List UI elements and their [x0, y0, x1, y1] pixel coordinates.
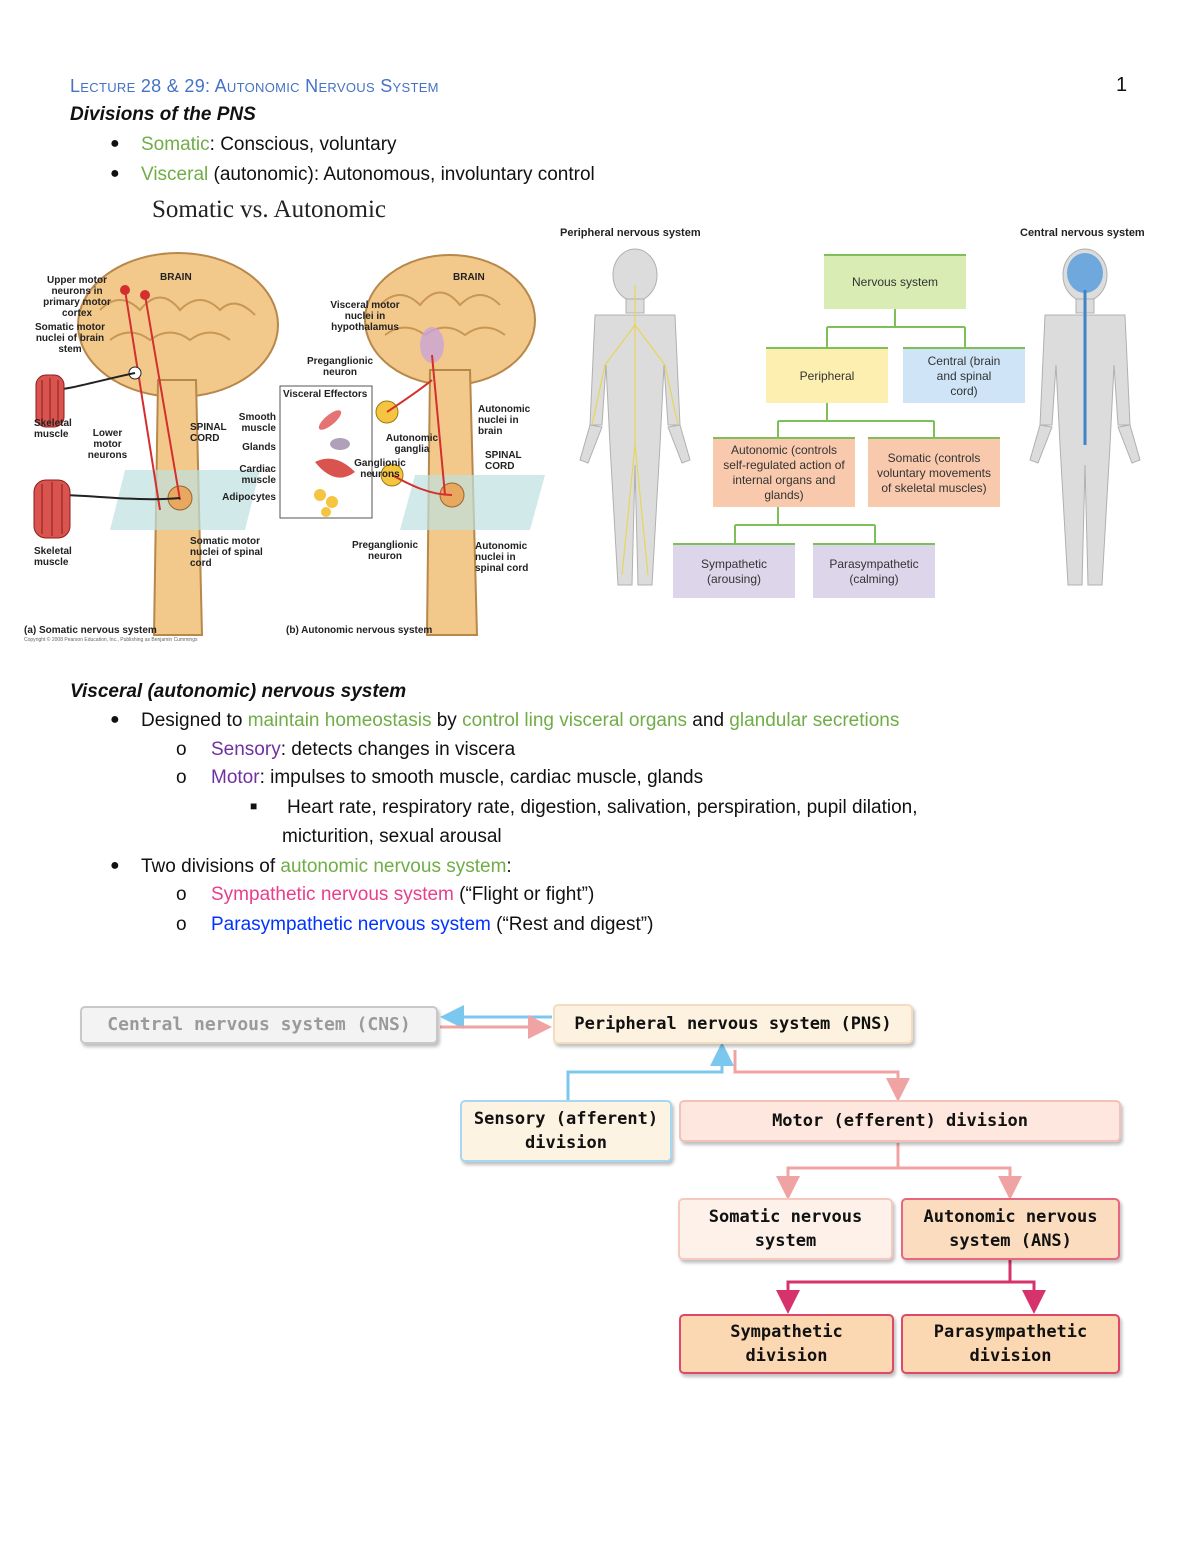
circle-bullet-icon: o: [176, 914, 187, 935]
node-central: Central (brain and spinal cord): [903, 347, 1025, 403]
somatic-autonomic-illustration: [33, 252, 545, 636]
parasympathetic-desc: (“Rest and digest”): [490, 914, 654, 935]
circle-bullet-icon: o: [176, 739, 187, 760]
label-glands: Glands: [242, 442, 276, 453]
visceral-term: Visceral: [141, 164, 209, 185]
designed-text-2: by: [431, 710, 463, 731]
visceral-effectors-icons: [314, 410, 355, 517]
figure-left-title: Somatic vs. Autonomic: [152, 196, 387, 223]
designed-text-1: Designed to: [141, 710, 248, 731]
bullet-two-divisions: ● Two divisions of autonomic nervous sys…: [110, 856, 512, 878]
visceral-heading: Visceral (autonomic) nervous system: [70, 681, 407, 702]
flow-cns-box: Central nervous system (CNS): [80, 1006, 438, 1044]
sub-bullet-sensory: o Sensory: detects changes in viscera: [176, 739, 515, 761]
node-nervous-system: Nervous system: [824, 254, 966, 309]
label-adipocytes: Adipocytes: [222, 492, 276, 503]
sub-sub-bullet-examples: ■ Heart rate, respiratory rate, digestio…: [250, 797, 918, 819]
somatic-desc: : Conscious, voluntary: [209, 134, 397, 155]
motor-term: Motor: [211, 767, 260, 788]
label-preganglionic-bottom: Preganglionic neuron: [351, 540, 419, 562]
parasympathetic-term: Parasympathetic nervous system: [211, 914, 491, 935]
sub-bullet-sympathetic: o Sympathetic nervous system (“Flight or…: [176, 884, 594, 906]
designed-text-3: and: [687, 710, 730, 731]
node-peripheral: Peripheral: [766, 347, 888, 403]
label-upper-motor: Upper motor neurons in primary motor cor…: [43, 275, 111, 319]
node-autonomic: Autonomic (controls self-regulated actio…: [713, 437, 855, 507]
bullet-visceral: ● Visceral (autonomic): Autonomous, invo…: [110, 164, 595, 186]
label-pns-figure: Peripheral nervous system: [560, 227, 701, 239]
motor-examples-line-1: Heart rate, respiratory rate, digestion,…: [287, 797, 918, 818]
label-somatic-nuclei-cord: Somatic motor nuclei of spinal cord: [190, 536, 263, 569]
sub-bullet-motor: o Motor: impulses to smooth muscle, card…: [176, 767, 703, 789]
bullet-dot-icon: ●: [110, 165, 120, 182]
brain-a-image: [49, 252, 279, 636]
label-cns-figure: Central nervous system: [1020, 227, 1145, 239]
flow-parasympathetic-box: Parasympathetic division: [901, 1314, 1120, 1374]
flow-ans-box: Autonomic nervous system (ANS): [901, 1198, 1120, 1260]
bullet-designed: ● Designed to maintain homeostasis by co…: [110, 710, 899, 732]
bullet-somatic: ● Somatic: Conscious, voluntary: [110, 134, 397, 156]
circle-bullet-icon: o: [176, 884, 187, 905]
sympathetic-term: Sympathetic nervous system: [211, 884, 454, 905]
divisions-heading: Divisions of the PNS: [70, 104, 256, 125]
label-cardiac-muscle: Cardiac muscle: [239, 464, 276, 486]
label-brain-a: BRAIN: [160, 272, 192, 283]
sympathetic-desc: (“Flight or fight”): [453, 884, 595, 905]
sub-bullet-parasympathetic: o Parasympathetic nervous system (“Rest …: [176, 914, 653, 936]
flow-pns-box: Peripheral nervous system (PNS): [553, 1004, 913, 1044]
document-header-title: Lecture 28 & 29: Autonomic Nervous Syste…: [70, 76, 439, 96]
bullet-dot-icon: ●: [110, 135, 120, 152]
brain-b-image: [364, 254, 545, 636]
visceral-desc: (autonomic): Autonomous, involuntary con…: [208, 164, 595, 185]
caption-a: (a) Somatic nervous system: [24, 625, 157, 636]
page-number: 1: [1116, 74, 1128, 96]
flow-somatic-box: Somatic nervous system: [678, 1198, 893, 1260]
label-spinal-cord-a: SPINAL CORD: [190, 422, 227, 444]
autonomic-nervous-system-term: autonomic nervous system: [280, 856, 507, 877]
motor-desc: : impulses to smooth muscle, cardiac mus…: [259, 767, 704, 788]
figure-copyright: Copyright © 2008 Pearson Education, Inc.…: [24, 637, 198, 643]
motor-examples-line-2: micturition, sexual arousal: [282, 826, 502, 847]
bullet-dot-icon: ●: [110, 857, 120, 874]
label-brain-b: BRAIN: [453, 272, 485, 283]
node-sympathetic: Sympathetic (arousing): [673, 543, 795, 598]
label-visceral-effectors: Visceral Effectors: [283, 389, 368, 400]
square-bullet-icon: ■: [250, 799, 258, 813]
flowchart-connectors: [440, 1005, 1046, 1314]
circle-bullet-icon: o: [176, 767, 187, 788]
label-skeletal-muscle-1: Skeletal muscle: [34, 418, 72, 440]
flow-motor-box: Motor (efferent) division: [679, 1100, 1121, 1142]
caption-b: (b) Autonomic nervous system: [286, 625, 433, 636]
label-autonomic-ganglia: Autonomic ganglia: [385, 433, 439, 455]
node-somatic: Somatic (controls voluntary movements of…: [868, 437, 1000, 507]
sensory-desc: : detects changes in viscera: [280, 739, 516, 760]
label-ganglionic-neurons: Ganglionic neurons: [354, 458, 406, 480]
two-divisions-colon: :: [506, 856, 512, 877]
node-parasympathetic: Parasympathetic (calming): [813, 543, 935, 598]
label-lower-motor: Lower motor neurons: [87, 428, 128, 461]
label-spinal-cord-b: SPINAL CORD: [485, 450, 522, 472]
label-skeletal-muscle-2: Skeletal muscle: [34, 546, 72, 568]
maintain-homeostasis-term: maintain homeostasis: [247, 710, 432, 731]
flow-sympathetic-box: Sympathetic division: [679, 1314, 894, 1374]
label-preganglionic-top: Preganglionic neuron: [306, 356, 374, 378]
skeletal-muscle-2-icon: [33, 479, 71, 539]
skeletal-muscle-1-icon: [35, 374, 65, 428]
label-smooth-muscle: Smooth muscle: [238, 412, 276, 434]
flow-sensory-box: Sensory (afferent) division: [460, 1100, 672, 1162]
controlling-visceral-organs-term: control ling visceral organs: [462, 710, 688, 731]
label-autonomic-nuclei-brain: Autonomic nuclei in brain: [478, 404, 531, 437]
glandular-secretions-term: glandular secretions: [729, 710, 900, 731]
label-somatic-nuclei-brain: Somatic motor nuclei of brain stem: [34, 322, 105, 355]
two-divisions-text: Two divisions of: [141, 856, 281, 877]
bullet-dot-icon: ●: [110, 711, 120, 728]
label-visceral-motor-nuclei: Visceral motor nuclei in hypothalamus: [330, 300, 400, 333]
label-autonomic-nuclei-cord: Autonomic nuclei in spinal cord: [475, 541, 529, 574]
nervous-system-chart-lines: [579, 248, 1141, 586]
sensory-term: Sensory: [211, 739, 281, 760]
somatic-term: Somatic: [141, 134, 210, 155]
